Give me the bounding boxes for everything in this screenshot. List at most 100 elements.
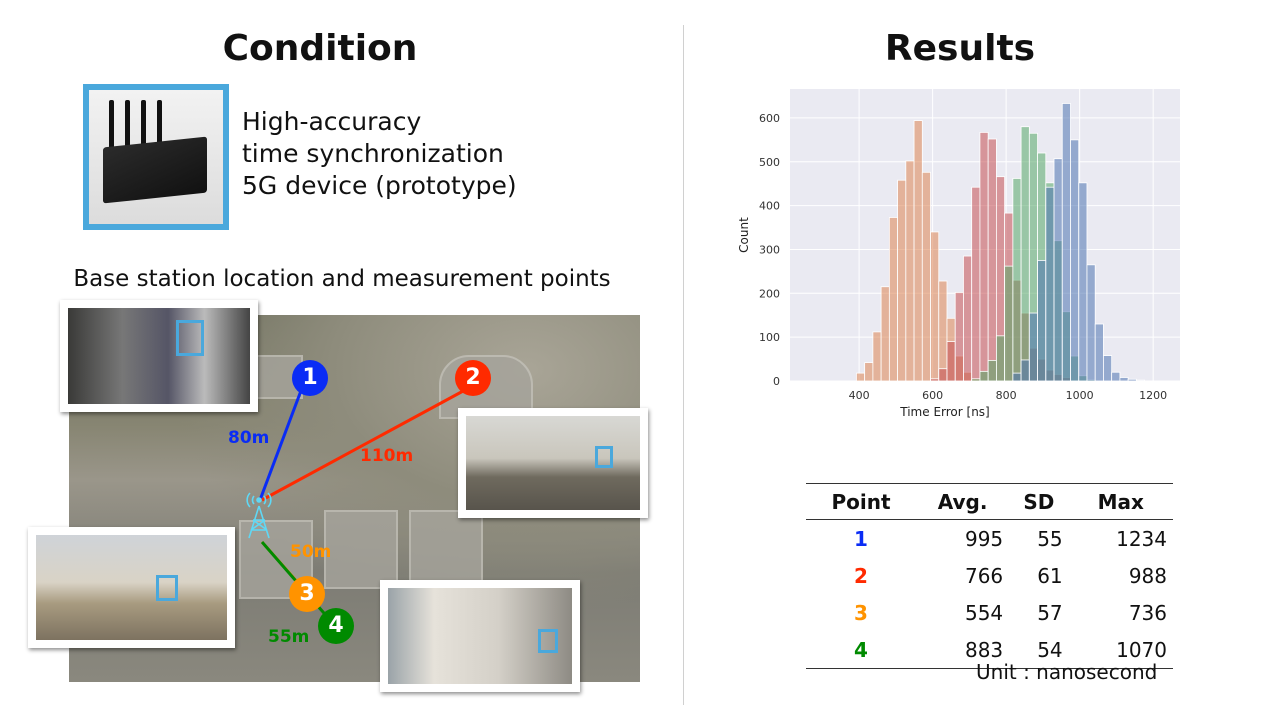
y-tick-label: 600	[759, 112, 780, 125]
max-cell: 1234	[1116, 526, 1167, 551]
bar-point-4	[1012, 178, 1022, 382]
bar-point-1	[1028, 312, 1038, 382]
distance-label-1: 80m	[228, 428, 270, 448]
antenna	[109, 100, 114, 150]
sd-cell: 55	[1037, 526, 1063, 551]
header-max: Max	[1068, 483, 1173, 520]
antenna	[141, 100, 146, 150]
x-tick-label: 600	[922, 389, 943, 402]
max-cell: 1070	[1068, 631, 1173, 669]
sd-cell: 54	[1009, 631, 1069, 669]
bar-point-3	[930, 231, 940, 382]
max-cell: 988	[1128, 563, 1167, 588]
device-line: 5G device (prototype)	[242, 171, 517, 200]
avg-cell: 995	[964, 526, 1004, 551]
photo-point-2	[458, 408, 648, 518]
avg-cell: 554	[964, 600, 1004, 625]
y-tick-label: 200	[759, 287, 780, 300]
table-row: 3 554 57 736	[806, 594, 1173, 631]
point-cell: 2	[854, 563, 868, 588]
table-header-row: Point Avg. SD Max	[806, 483, 1173, 520]
device-marker	[538, 629, 558, 653]
base-station-tower-icon	[246, 492, 272, 539]
x-axis-label: Time Error [ns]	[899, 405, 989, 419]
marker-point-1: 1	[292, 360, 328, 396]
header-avg: Avg.	[916, 483, 1010, 520]
avg-cell: 766	[964, 563, 1004, 588]
photo-image	[68, 308, 250, 404]
bar-point-2	[963, 255, 973, 382]
distance-label-3: 50m	[290, 542, 332, 562]
header-sd: SD	[1009, 483, 1069, 520]
bar-point-3	[856, 372, 866, 382]
sd-cell: 57	[1037, 600, 1063, 625]
line-point-1	[258, 387, 304, 501]
device-marker	[176, 320, 204, 356]
bar-point-3	[905, 160, 915, 382]
bar-point-2	[987, 138, 997, 382]
bar-point-2	[938, 368, 948, 382]
marker-point-4: 4	[318, 608, 354, 644]
bar-point-3	[864, 362, 874, 382]
x-tick-label: 1000	[1066, 389, 1094, 402]
bar-point-1	[1111, 371, 1121, 382]
distance-label-2: 110m	[360, 446, 414, 466]
marker-point-3: 3	[289, 576, 325, 612]
bar-point-1	[1037, 260, 1047, 382]
y-tick-label: 500	[759, 156, 780, 169]
results-title: Results	[884, 28, 1036, 69]
max-cell: 736	[1128, 600, 1167, 625]
photo-point-3	[28, 527, 235, 648]
device-description: High-accuracy time synchronization 5G de…	[242, 106, 517, 202]
bar-point-3	[888, 217, 898, 382]
bar-point-4	[987, 359, 997, 382]
bar-point-4	[971, 378, 981, 382]
bar-point-1	[1020, 359, 1030, 382]
header-point: Point	[806, 483, 916, 520]
device-photo	[83, 84, 229, 230]
building	[409, 510, 483, 589]
map-caption: Base station location and measurement po…	[73, 266, 611, 292]
photo-image	[388, 588, 572, 684]
bar-point-3	[872, 331, 882, 382]
device-line: time synchronization	[242, 139, 504, 168]
point-cell: 3	[854, 600, 868, 625]
photo-image	[36, 535, 227, 640]
table-row: 2 766 61 988	[806, 557, 1173, 594]
bar-point-3	[897, 179, 907, 382]
point-cell: 1	[854, 526, 868, 551]
bar-point-2	[979, 132, 989, 382]
results-table: Point Avg. SD Max 1 995 55 1234 2 766 61 988 3 55…	[806, 483, 1173, 669]
bar-point-1	[1127, 378, 1137, 382]
bar-point-2	[946, 341, 956, 382]
antenna	[125, 100, 130, 150]
bar-point-1	[1119, 377, 1129, 382]
building	[324, 510, 398, 589]
bar-point-1	[1061, 103, 1071, 382]
distance-label-4: 55m	[268, 627, 310, 647]
unit-note: Unit : nanosecond	[976, 660, 1158, 684]
device-marker	[595, 446, 613, 468]
bar-point-1	[1135, 379, 1146, 382]
point-cell: 4	[806, 631, 916, 669]
photo-point-4	[380, 580, 580, 692]
bar-point-1	[1103, 355, 1113, 382]
x-tick-label: 400	[849, 389, 870, 402]
bar-point-1	[1070, 139, 1080, 382]
sd-cell: 61	[1037, 563, 1063, 588]
bar-point-1	[1053, 158, 1063, 382]
bar-point-2	[971, 186, 981, 382]
condition-title: Condition	[222, 28, 418, 69]
y-tick-label: 300	[759, 243, 780, 256]
bar-point-4	[979, 370, 989, 382]
y-axis-label: Count	[737, 217, 751, 253]
line-point-2	[261, 388, 466, 502]
photo-image	[466, 416, 640, 510]
bar-point-1	[1086, 264, 1096, 382]
bar-point-4	[1020, 126, 1030, 382]
bar-point-2	[930, 378, 940, 382]
bar-point-1	[1094, 323, 1104, 382]
bar-point-3	[880, 286, 890, 382]
